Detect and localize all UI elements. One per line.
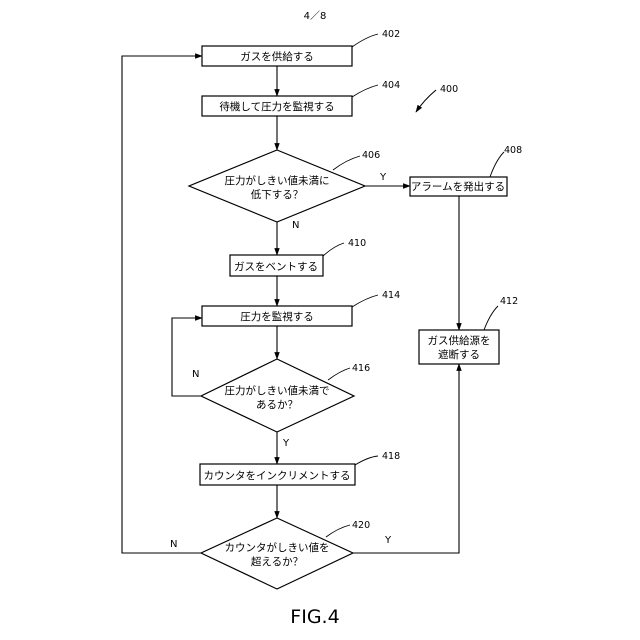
decision-406-line1: 圧力がしきい値未満に: [225, 174, 330, 187]
branch-406-no: N: [292, 220, 299, 231]
ref-label-414: 414: [382, 290, 400, 301]
decision-416-line2: あるか？: [256, 399, 298, 411]
process-410-label: ガスをベントする: [234, 261, 318, 273]
ref-label-420: 420: [352, 520, 370, 531]
process-box-408: アラームを発出する: [410, 177, 507, 196]
ref-leader-410: [323, 243, 344, 256]
ref-label-418: 418: [382, 451, 400, 462]
figure-caption: FIG.4: [290, 606, 339, 628]
branch-420-no: N: [170, 539, 177, 550]
ref-leader-418: [355, 456, 378, 465]
figure-ref: 400: [440, 84, 458, 95]
ref-leader-412: [484, 306, 498, 330]
decision-diamond-406: 圧力がしきい値未満に 低下する？: [189, 150, 365, 222]
ref-leader-416: [328, 368, 350, 380]
process-box-404: 待機して圧力を監視する: [202, 96, 352, 116]
process-box-402: ガスを供給する: [202, 46, 352, 66]
page-number: 4／8: [304, 10, 327, 22]
connector-416-414-loop: [172, 318, 202, 396]
ref-label-408: 408: [504, 145, 522, 156]
ref-label-402: 402: [382, 29, 400, 40]
ref-leader-408: [490, 152, 504, 177]
decision-420-line2: 超えるか？: [251, 555, 303, 568]
decision-diamond-416: 圧力がしきい値未満で あるか？: [201, 359, 354, 432]
ref-label-404: 404: [382, 80, 400, 91]
decision-406-line2: 低下する？: [251, 188, 304, 201]
decision-420-line1: カウンタがしきい値を: [225, 541, 330, 554]
process-418-label: カウンタをインクリメントする: [204, 470, 351, 482]
decision-416-line1: 圧力がしきい値未満で: [225, 384, 330, 397]
branch-416-yes: Y: [282, 438, 290, 449]
ref-label-412: 412: [500, 296, 518, 307]
ref-leader-420: [326, 525, 350, 537]
decision-diamond-420: カウンタがしきい値を 超えるか？: [201, 518, 353, 589]
process-412-line2: 遮断する: [438, 348, 480, 361]
ref-leader-414: [352, 295, 378, 307]
ref-leader-404: [352, 85, 378, 97]
process-404-label: 待機して圧力を監視する: [219, 100, 334, 113]
ref-leader-406: [333, 156, 360, 170]
process-408-label: アラームを発出する: [411, 180, 505, 193]
branch-420-yes: Y: [384, 535, 392, 546]
ref-label-410: 410: [348, 238, 366, 249]
process-402-label: ガスを供給する: [240, 50, 314, 63]
process-box-418: カウンタをインクリメントする: [200, 464, 355, 485]
process-box-412: ガス供給源を 遮断する: [419, 330, 499, 364]
ref-label-406: 406: [362, 150, 380, 161]
process-box-414: 圧力を監視する: [202, 306, 352, 326]
process-box-410: ガスをベントする: [230, 255, 323, 276]
process-414-label: 圧力を監視する: [240, 310, 314, 323]
ref-label-416: 416: [352, 363, 370, 374]
figure-ref-arrow: [416, 90, 436, 112]
ref-leader-402: [352, 34, 378, 47]
branch-406-yes: Y: [379, 172, 387, 183]
connector-420-402-loop: [122, 56, 202, 553]
branch-416-no: N: [192, 369, 199, 380]
process-412-line1: ガス供給源を: [428, 334, 491, 347]
